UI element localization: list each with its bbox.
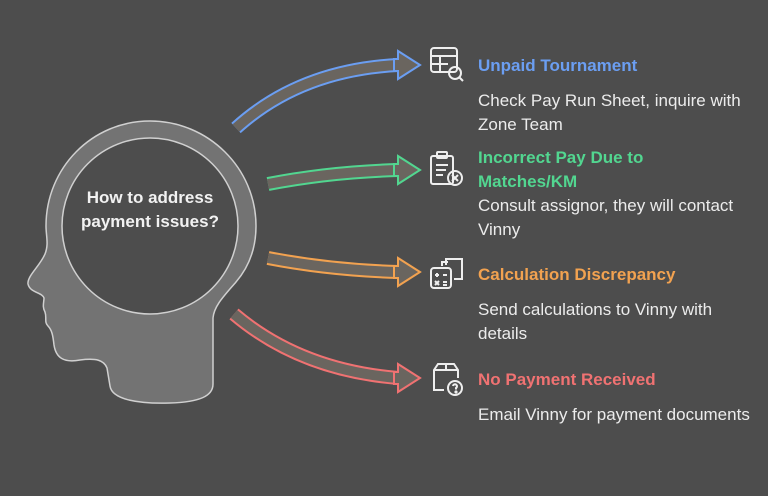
item-title: No Payment Received	[478, 370, 656, 389]
item-description: Email Vinny for payment documents	[478, 405, 750, 424]
item-description: Check Pay Run Sheet, inquire with Zone T…	[478, 91, 741, 134]
connector-arrow	[231, 49, 422, 134]
arrowhead	[393, 362, 422, 394]
arrow-shaft	[267, 165, 399, 189]
arrow-shaft	[267, 253, 399, 277]
arrowhead	[393, 154, 422, 186]
package-question-icon	[433, 363, 463, 396]
arrow-shaft	[232, 60, 399, 132]
head-silhouette	[27, 120, 257, 404]
connector-arrow	[229, 308, 422, 394]
item-description: Send calculations to Vinny with details	[478, 300, 713, 343]
central-question: How to address payment issues?	[81, 188, 219, 231]
item-title: Calculation Discrepancy	[478, 265, 676, 284]
arrow-shaft-outline	[229, 308, 399, 385]
connector-arrows	[229, 49, 422, 394]
arrowhead	[393, 256, 422, 288]
arrowhead	[393, 49, 422, 81]
arrow-shaft-outline	[231, 58, 399, 134]
arrow-shaft	[230, 310, 399, 383]
connector-arrow	[266, 251, 422, 288]
spreadsheet-search-icon	[430, 47, 464, 82]
connector-arrow	[266, 154, 422, 191]
clipboard-x-icon	[430, 151, 463, 186]
calculator-documents-icon	[430, 258, 463, 289]
item-title: Incorrect Pay Due to Matches/KM	[478, 148, 644, 191]
thought-circle	[61, 137, 239, 315]
item-title: Unpaid Tournament	[478, 56, 638, 75]
item-description: Consult assignor, they will contact Vinn…	[478, 196, 734, 239]
